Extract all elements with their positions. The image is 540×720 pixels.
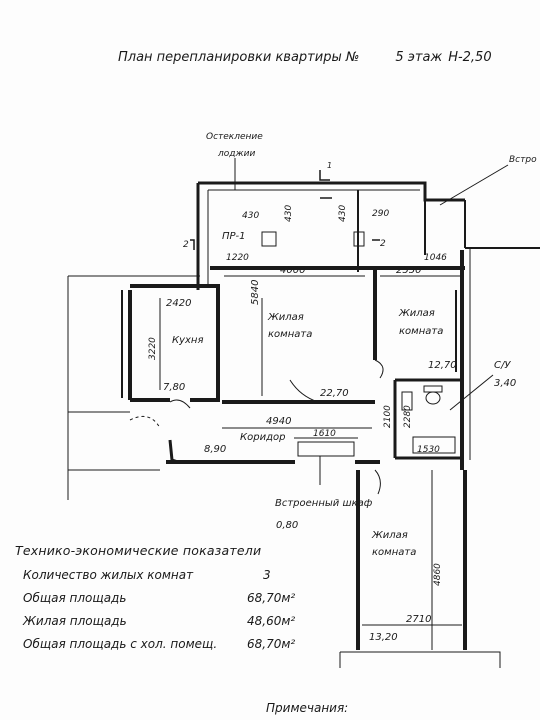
dim-4860: 4860 [433, 563, 443, 586]
room-living2-area: 12,70 [428, 360, 457, 371]
wall-kitchen-north [130, 284, 220, 402]
dim-2710: 2710 [406, 614, 431, 625]
label-glazing-1: Остекление [206, 132, 263, 142]
section-mark-2 [190, 239, 195, 250]
dim-2550: 2550 [396, 265, 421, 276]
toilet-tank [423, 385, 443, 393]
dim-4000: 4000 [280, 265, 305, 276]
room-bath: С/У [494, 360, 511, 371]
label-section-1: 1 [327, 161, 332, 170]
builtin-leader [439, 164, 509, 206]
tech-indicators: Технико-экономические показатели Количес… [15, 543, 335, 660]
bath-leader [449, 374, 494, 411]
stat-value: 68,70м² [247, 637, 296, 651]
door-entrance [129, 415, 161, 429]
dim-1046: 1046 [424, 253, 447, 263]
label-glazing-2: лоджии [217, 149, 255, 159]
label-section-2: 2 [183, 240, 189, 250]
room-living3-a: Жилая [371, 530, 408, 541]
label-pr1: ПР-1 [222, 231, 246, 242]
room-corridor: Коридор [240, 432, 285, 443]
room-living3-area: 13,20 [369, 632, 398, 643]
stat-value: 48,60м² [247, 614, 296, 628]
plan-floor: 5 этаж [395, 50, 443, 65]
room-kitchen-area: 7,80 [163, 382, 185, 393]
toilet [425, 391, 441, 405]
stat-row-area-cold: Общая площадь с хол. помещ. 68,70м² [15, 637, 335, 660]
dim-2420: 2420 [166, 298, 191, 309]
stat-value: 3 [263, 568, 271, 582]
room-living1-b: комната [268, 329, 312, 340]
room-bath-area: 3,40 [494, 378, 516, 389]
stat-label: Общая площадь [23, 591, 127, 605]
dim-1220: 1220 [226, 253, 249, 263]
column-loggia-1 [261, 231, 277, 247]
stat-label: Количество жилых комнат [23, 568, 194, 582]
dim-430c: 430 [338, 205, 348, 222]
bathtub [412, 436, 456, 454]
stat-label: Общая площадь с хол. помещ. [23, 637, 218, 651]
door-living3 [374, 469, 381, 495]
label-closet: Встроенный шкаф [275, 498, 373, 509]
dim-1530: 1530 [417, 445, 440, 455]
stat-row-living-area: Жилая площадь 48,60м² [15, 614, 335, 637]
dim-3220: 3220 [148, 337, 158, 360]
sink [401, 391, 413, 411]
label-section-2b: 2 [380, 239, 386, 249]
room-living1-area: 22,70 [320, 388, 349, 399]
door-living1 [289, 379, 319, 403]
stat-row-total-area: Общая площадь 68,70м² [15, 591, 335, 614]
wall-living3-south [340, 651, 501, 668]
dim-4940: 4940 [266, 416, 291, 427]
room-living3-b: комната [372, 547, 416, 558]
plan-title: План перепланировки квартиры № 5 этаж Н-2,… [118, 50, 492, 65]
dim-430a: 430 [242, 211, 259, 221]
room-living2-b: комната [399, 326, 443, 337]
stat-label: Жилая площадь [23, 614, 127, 628]
builtin-closet [297, 441, 355, 457]
room-living1-a: Жилая [267, 312, 304, 323]
wall-corridor-west [168, 439, 179, 464]
notes-heading: Примечания: [266, 701, 349, 715]
column-loggia-2 [353, 231, 365, 247]
dim-5840: 5840 [250, 280, 261, 305]
door-kitchen [169, 399, 191, 409]
label-builtin-cut: Встро [509, 155, 537, 165]
dim-430b: 430 [284, 205, 294, 222]
room-living2-a: Жилая [398, 308, 435, 319]
dim-290: 290 [372, 209, 389, 219]
door-living2 [374, 359, 384, 379]
stat-row-rooms: Количество жилых комнат 3 [15, 568, 335, 591]
tech-indicators-heading: Технико-экономические показатели [15, 543, 262, 558]
dim-2280: 2280 [403, 405, 413, 428]
plan-title-text: План перепланировки квартиры № [118, 50, 360, 65]
dim-2100: 2100 [383, 405, 393, 428]
label-closet-area: 0,80 [276, 520, 298, 531]
room-corridor-area: 8,90 [204, 444, 226, 455]
section-mark-1 [319, 170, 330, 181]
dim-1610: 1610 [313, 429, 336, 439]
room-kitchen: Кухня [172, 335, 204, 346]
plan-ceiling-height: Н-2,50 [448, 50, 492, 65]
stat-value: 68,70м² [247, 591, 296, 605]
